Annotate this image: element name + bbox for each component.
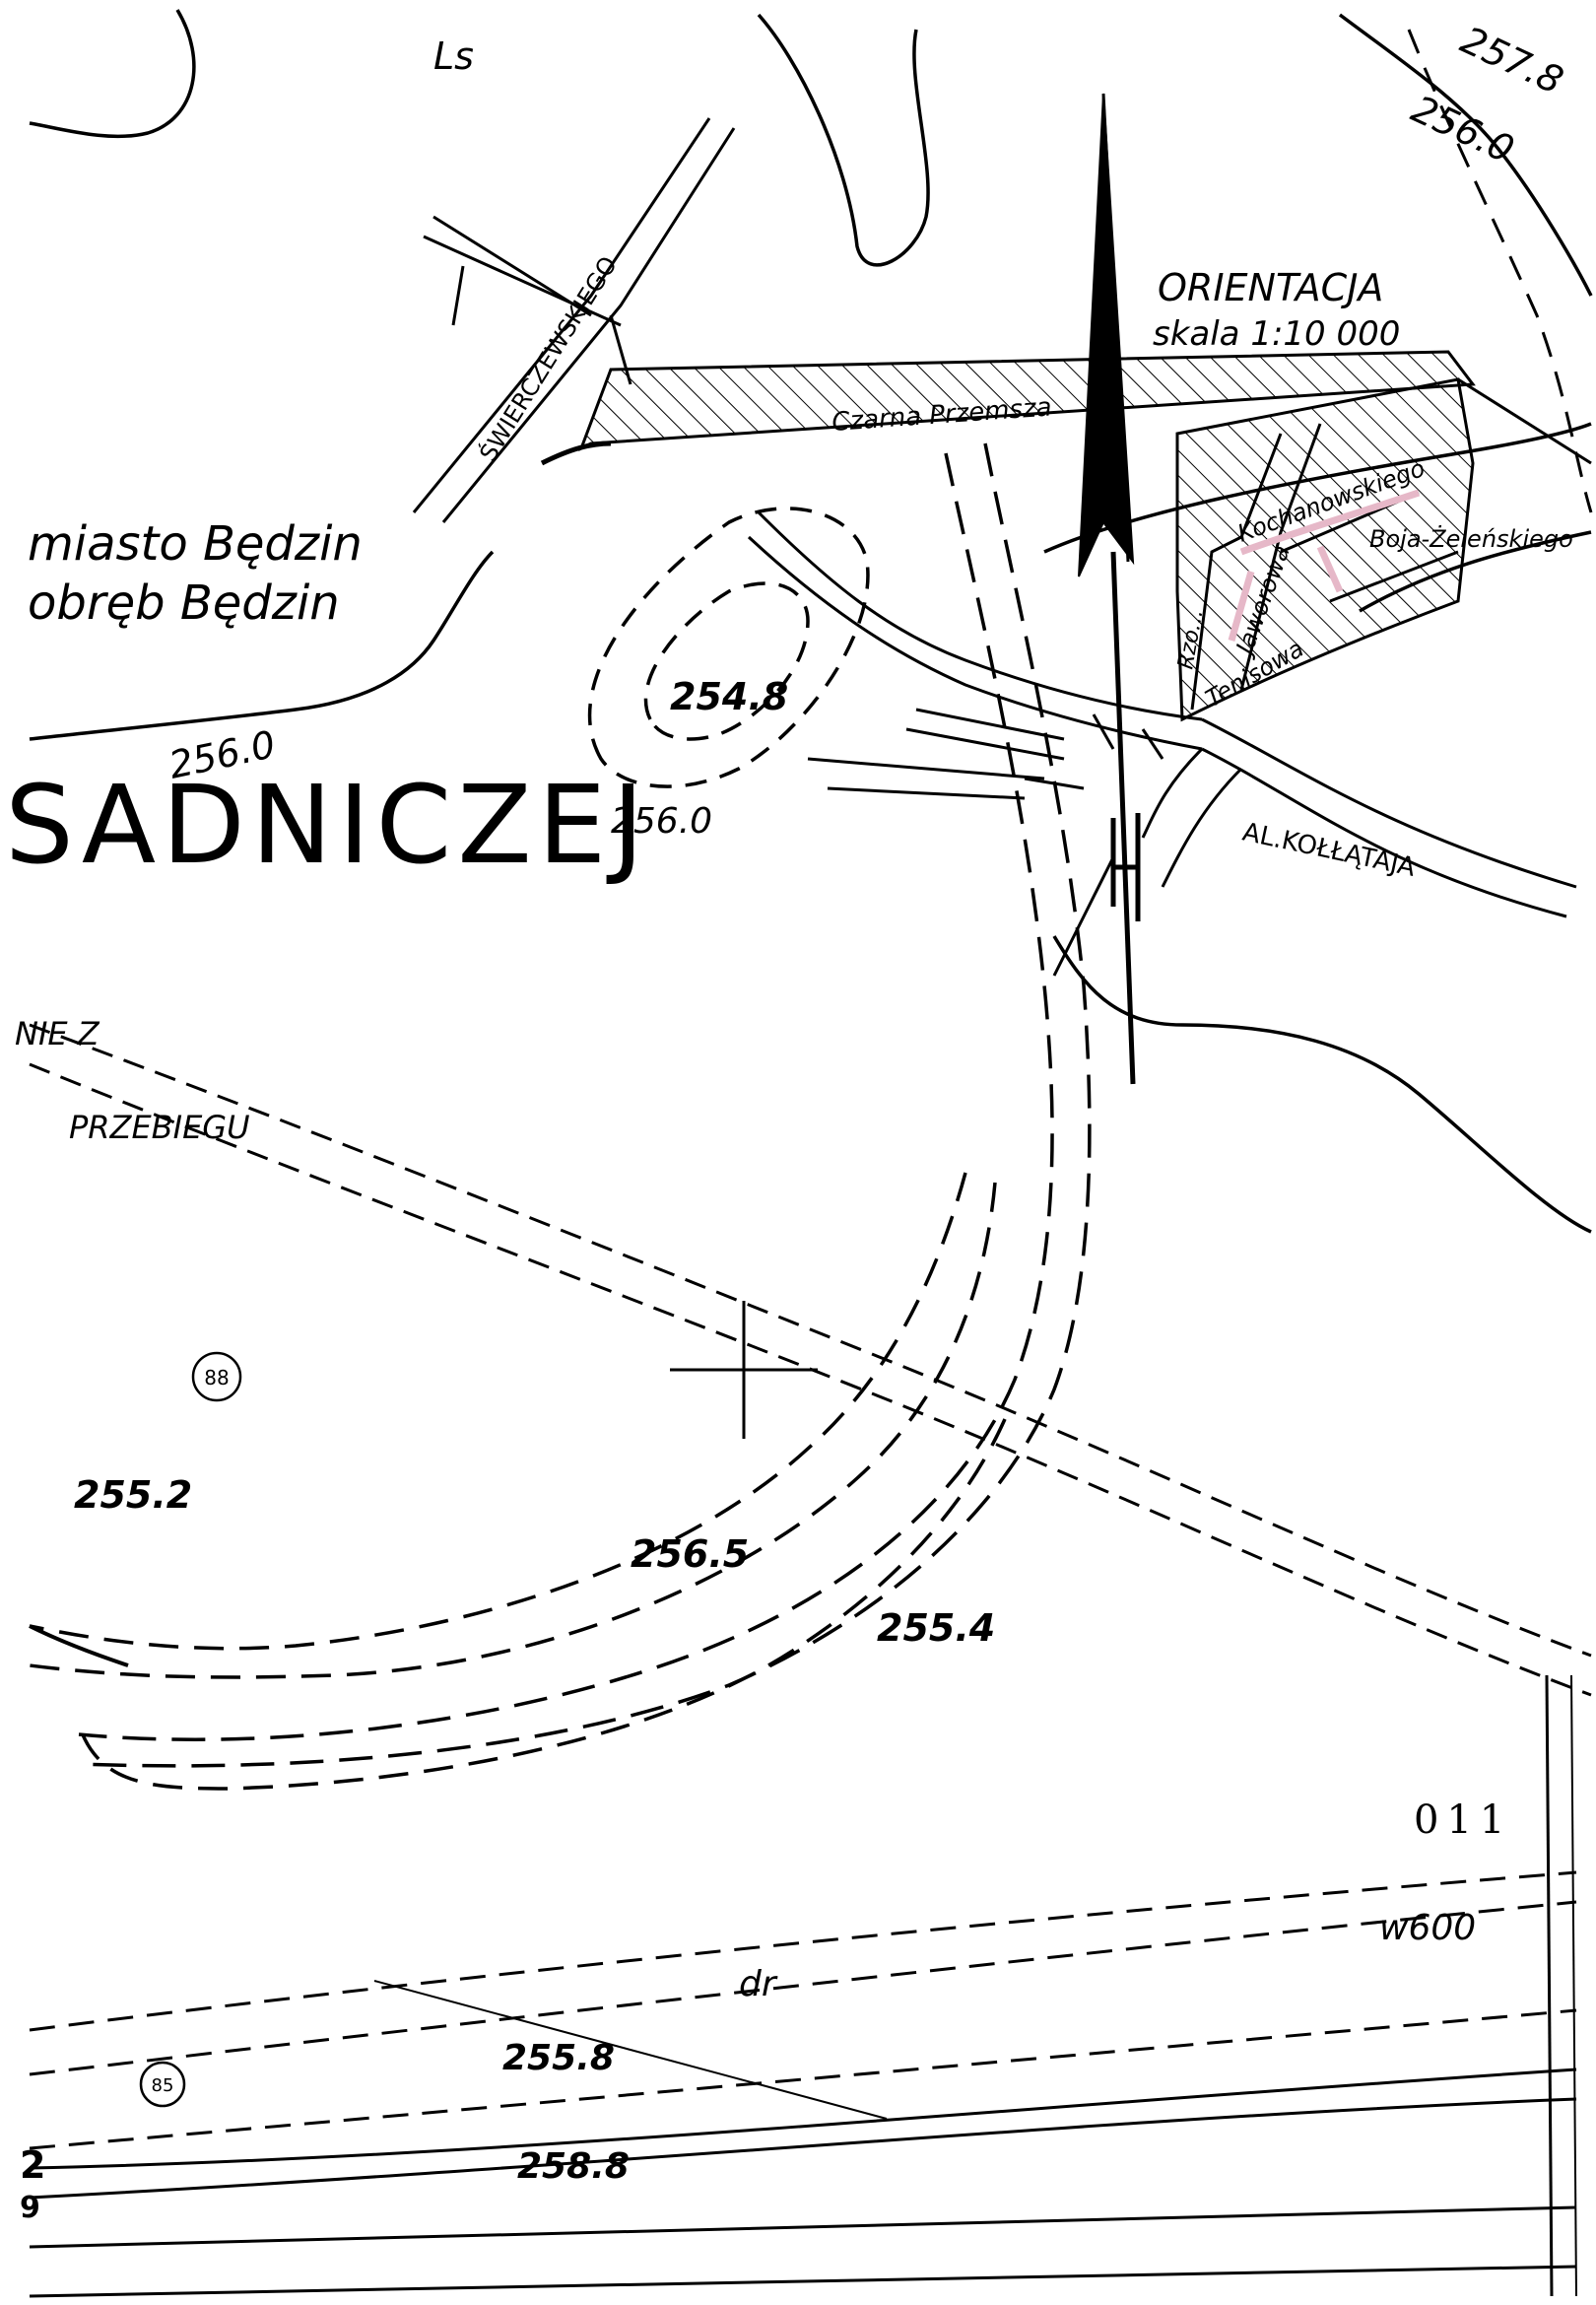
parcel-85-number: 85 [152, 2075, 174, 2096]
bottom-corridor [29, 1674, 1577, 2298]
contour-label-2578: 257.8 [1454, 18, 1569, 102]
note-przebiegu: PRZEBIEGU [69, 1109, 250, 1146]
edge-mark-2: 2 [20, 2143, 45, 2187]
dashed-pipeline [29, 1023, 1592, 1697]
river-czarna-przemsza [540, 350, 1592, 466]
orientation-title: ORIENTACJA [1158, 266, 1383, 309]
note-nie-z: NIE Z [15, 1015, 100, 1052]
sheet-number: 011 [1414, 1797, 1512, 1843]
spot-height-2548: 254.8 [670, 675, 788, 718]
street-boya-label: Boja-Żeleńskiego [1369, 524, 1573, 553]
label-ls: Ls [433, 34, 474, 78]
bridge-marker [1052, 813, 1141, 977]
spot-height-2558: 255.8 [502, 2038, 615, 2078]
crosshair [670, 1301, 818, 1439]
urban-block-hatched [1175, 377, 1475, 722]
parcel-88: 88 [191, 1351, 242, 1402]
parcel-85: 85 [139, 2061, 186, 2108]
spot-height-2588: 258.8 [517, 2146, 630, 2187]
orientation-scale: skala 1:10 000 [1153, 314, 1400, 354]
spot-height-2554: 255.4 [877, 1606, 995, 1650]
big-label-sadniczej: SADNICZEJ [5, 762, 650, 888]
street-kollataja-label: AL.KOŁŁĄTAJA [1240, 818, 1419, 883]
embankment-oval [587, 507, 870, 788]
dashed-curve-lower [29, 1172, 1007, 1791]
north-arrow [1078, 93, 1136, 1085]
road-main [747, 510, 1577, 918]
note-w600: w600 [1379, 1908, 1476, 1948]
spot-height-2565: 256.5 [631, 1532, 749, 1576]
dashed-track [78, 442, 1092, 1768]
spot-height-2552: 255.2 [74, 1473, 192, 1517]
edge-mark-9: 9 [20, 2191, 40, 2225]
note-dr: dr [739, 1964, 778, 2004]
admin-city: miasto Będzin [28, 516, 363, 572]
parcel-88-number: 88 [204, 1366, 229, 1390]
contour-label-2560-top: 256.0 [1405, 87, 1520, 171]
street-swierczewskiego [412, 117, 736, 523]
admin-precinct: obręb Będzin [28, 576, 340, 631]
contour-label-2560-mid: 256.0 [611, 801, 712, 842]
